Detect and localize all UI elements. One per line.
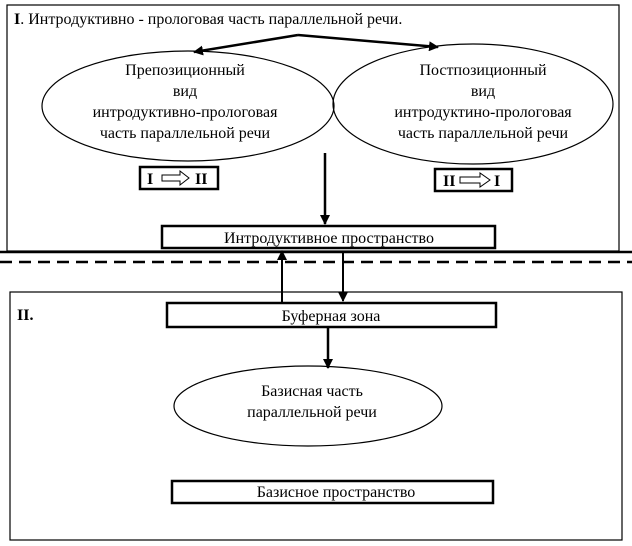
intro-space-label: Интродуктивное пространство	[224, 230, 434, 247]
postpositional-ellipse	[332, 43, 614, 165]
arrow-to-right-ellipse	[297, 33, 439, 52]
postpositional-ellipse-line1: Постпозиционный	[419, 62, 546, 79]
basic-part-line2: параллельной речи	[247, 404, 377, 421]
prepositional-ellipse-line1: Препозиционный	[125, 62, 245, 79]
section-one-title: I. Интродуктивно - прологовая часть пара…	[14, 11, 402, 28]
basic-part-ellipse	[173, 365, 443, 447]
right-badge-to: I	[494, 173, 500, 190]
hollow-arrow-icon	[161, 169, 190, 187]
postpositional-ellipse-line2: вид	[471, 83, 495, 100]
left-badge-from: I	[147, 171, 153, 188]
top-diverging-arrows	[193, 33, 439, 56]
arrow-to-left-ellipse	[193, 33, 299, 56]
basic-space-box	[170, 479, 495, 505]
section-two-frame	[9, 291, 623, 541]
basic-space-label: Базисное пространство	[257, 484, 416, 501]
right-badge-from: II	[443, 173, 455, 190]
prepositional-ellipse-line4: часть параллельной речи	[100, 125, 271, 142]
postpositional-ellipse-line4: часть параллельной речи	[398, 125, 569, 142]
buffer-zone-box	[165, 301, 498, 329]
postpositional-ellipse-line3: интродуктино-прологовая	[394, 104, 572, 121]
hollow-arrow-icon	[459, 172, 491, 188]
section-one-title-text: . Интродуктивно - прологовая часть парал…	[20, 11, 402, 28]
prepositional-ellipse-line3: интродуктивно-прологовая	[93, 104, 279, 121]
left-badge-to: II	[195, 171, 207, 188]
section-two-number: II.	[17, 307, 33, 324]
basic-part-line1: Базисная часть	[261, 383, 363, 400]
section-one-number: I	[14, 11, 20, 28]
prepositional-ellipse-line2: вид	[173, 83, 197, 100]
prepositional-ellipse	[41, 50, 335, 162]
intro-space-box	[160, 224, 497, 250]
buffer-zone-label: Буферная зона	[282, 308, 381, 325]
